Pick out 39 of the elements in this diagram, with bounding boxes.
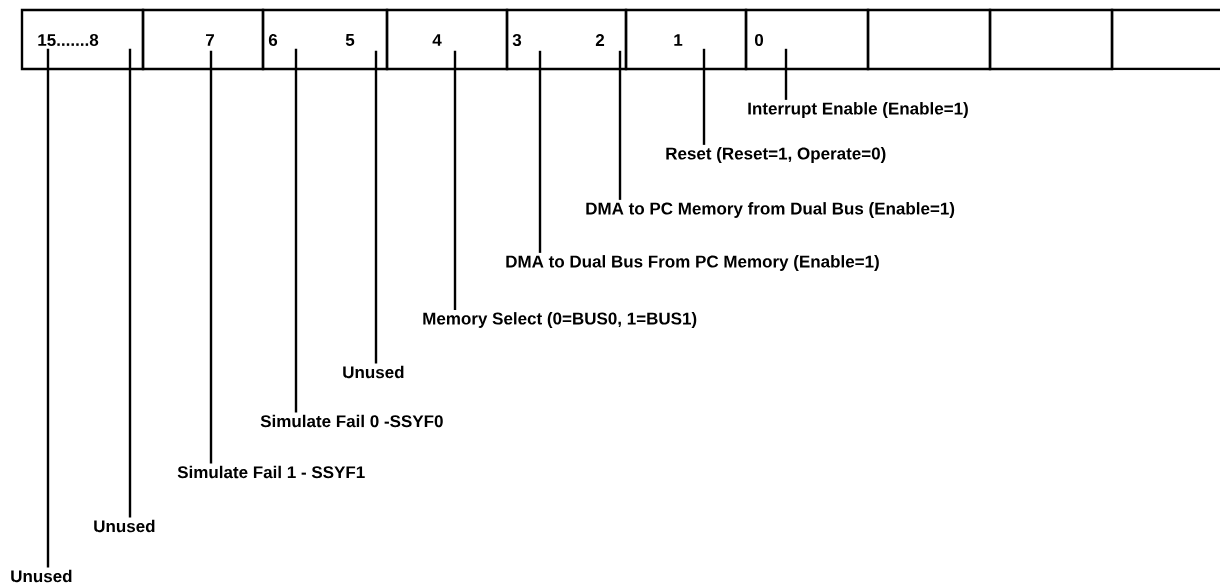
bit-description: Simulate Fail 1 - SSYF1 bbox=[177, 465, 365, 479]
bit-number: 7 bbox=[206, 34, 214, 46]
bit-number: 1 bbox=[674, 34, 683, 46]
bit-number: 2 bbox=[595, 34, 605, 46]
register-cell bbox=[988, 8, 1114, 71]
register-cell bbox=[20, 8, 145, 71]
bit-number: 6 bbox=[268, 34, 278, 46]
bit-description: Reset (Reset=1, Operate=0) bbox=[666, 147, 886, 163]
bit-description: Interrupt Enable (Enable=1) bbox=[748, 102, 968, 118]
register-cell bbox=[261, 8, 389, 71]
bit-description: DMA to Dual Bus From PC Memory (Enable=1) bbox=[506, 255, 879, 271]
bit-description: Memory Select (0=BUS0, 1=BUS1) bbox=[423, 312, 697, 328]
leader-line bbox=[618, 50, 622, 200]
bit-description: Unused bbox=[94, 519, 155, 533]
leader-line bbox=[46, 48, 50, 568]
register-cell bbox=[385, 8, 509, 71]
bit-number: 4 bbox=[432, 34, 442, 46]
register-cell bbox=[866, 8, 992, 71]
register-cell bbox=[1110, 8, 1220, 71]
register-cell bbox=[744, 8, 870, 71]
leader-line bbox=[538, 50, 542, 253]
leader-line bbox=[784, 48, 788, 100]
bit-description: DMA to PC Memory from Dual Bus (Enable=1) bbox=[586, 202, 955, 218]
leader-line bbox=[209, 50, 213, 464]
leader-line bbox=[294, 48, 298, 413]
register-cell bbox=[141, 8, 265, 71]
bit-number: 15.......8 bbox=[38, 34, 99, 46]
bit-description: Simulate Fail 0 -SSYF0 bbox=[260, 414, 443, 428]
register-cell bbox=[505, 8, 628, 71]
leader-line bbox=[128, 48, 132, 518]
leader-line bbox=[453, 50, 457, 310]
bit-description: Unused bbox=[11, 569, 72, 583]
bit-number: 0 bbox=[754, 34, 764, 46]
bit-description: Unused bbox=[343, 365, 404, 379]
leader-line bbox=[702, 48, 706, 145]
bit-number: 3 bbox=[512, 33, 522, 47]
leader-line bbox=[374, 50, 378, 364]
register-cell bbox=[624, 8, 748, 71]
bit-number: 5 bbox=[345, 34, 355, 46]
